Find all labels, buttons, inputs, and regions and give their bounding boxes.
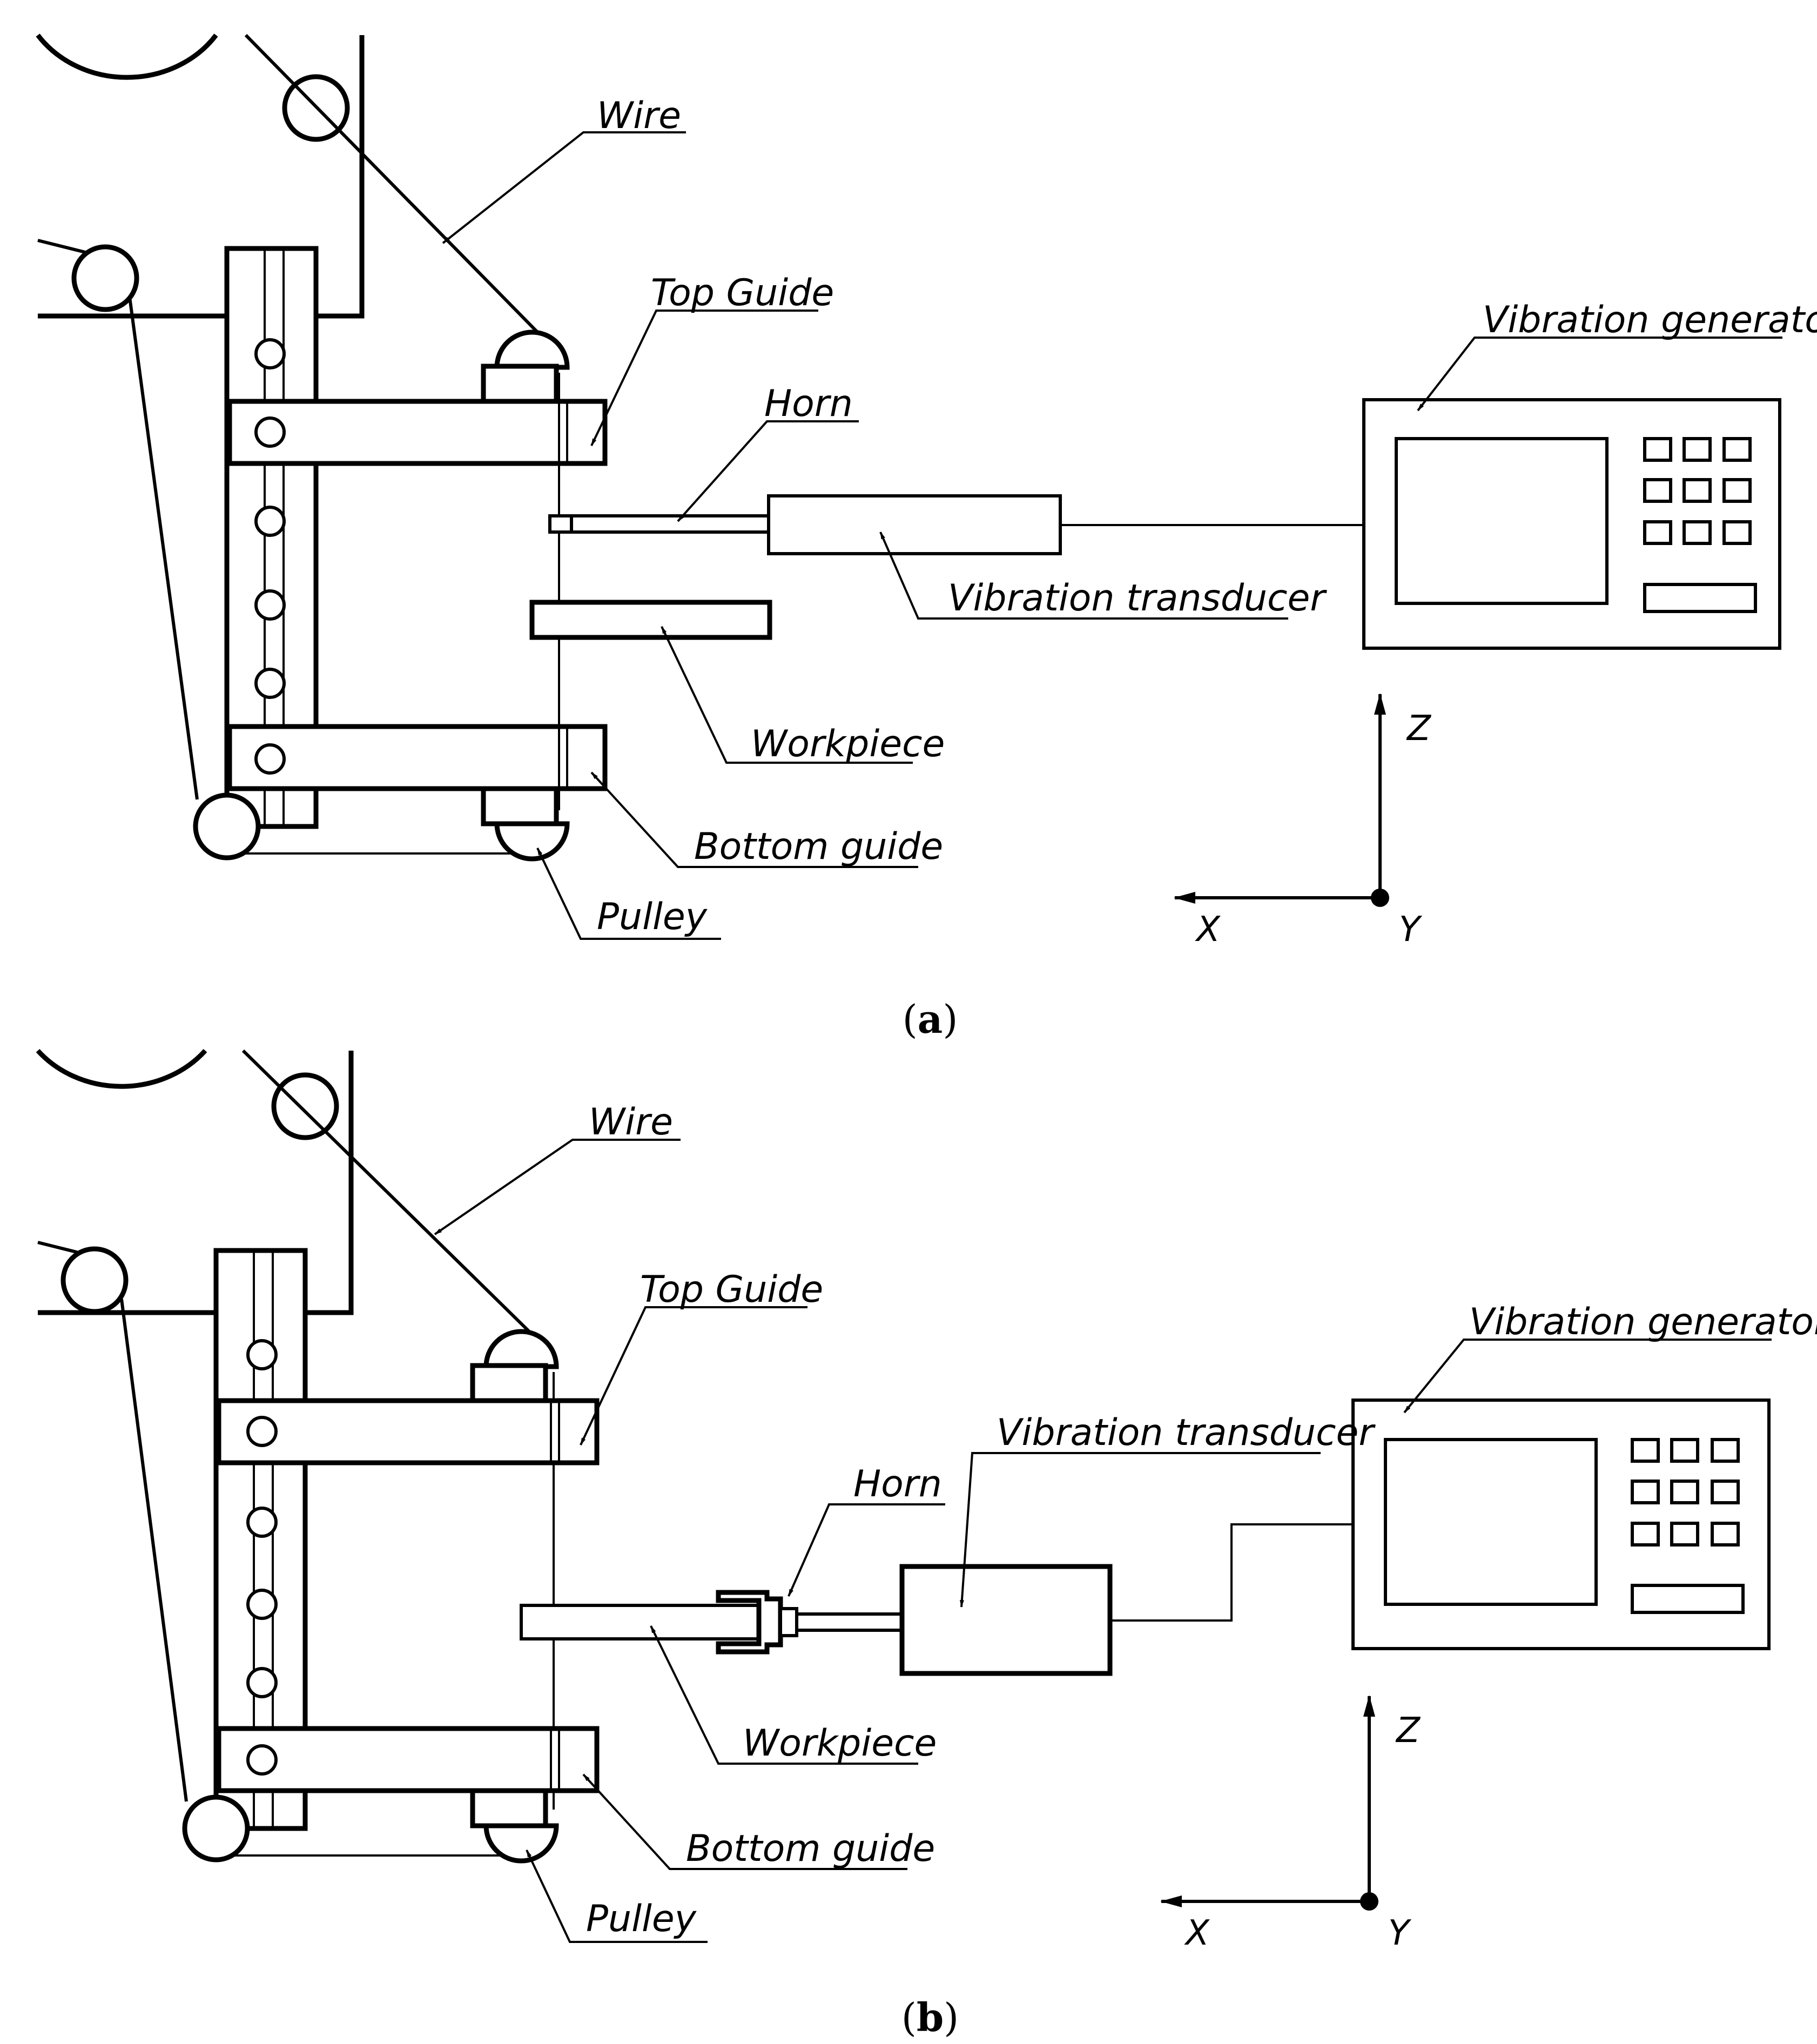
label-vibration-generator: Vibration generator — [1483, 299, 1817, 341]
horn — [795, 1612, 904, 1632]
horn-clamp — [716, 1590, 783, 1655]
coordinate-axes-a: Z X Y — [1174, 693, 1431, 950]
column-hole — [254, 743, 286, 775]
panel-b: Wire Top Guide Vibration generator Vibra… — [36, 1048, 1817, 2040]
wire-feed-line — [37, 1241, 82, 1255]
column-hole — [254, 668, 286, 699]
axis-label-x: X — [1195, 910, 1221, 950]
top-guide-arm — [216, 1398, 600, 1465]
label-vibration-generator: Vibration generator — [1469, 1301, 1817, 1343]
horn — [570, 514, 770, 534]
wire-feed-line — [37, 239, 92, 256]
label-horn: Horn — [764, 382, 853, 425]
generator-screen — [1384, 1438, 1598, 1606]
column-hole — [246, 1416, 278, 1447]
bottom-guide-block — [470, 1788, 548, 1828]
column-hole — [254, 506, 286, 537]
bottom-guide-arm — [227, 724, 608, 791]
horn-neck — [779, 1607, 798, 1637]
axis-label-z: Z — [1406, 709, 1431, 749]
signal-cable — [1110, 1523, 1353, 1622]
column-hole — [254, 589, 286, 621]
bottom-guide-pulley — [494, 821, 570, 862]
label-top-guide: Top Guide — [640, 1268, 823, 1311]
drum-arc — [36, 1048, 207, 1089]
wire-left-descent — [128, 297, 199, 800]
top-guide-arm — [227, 399, 608, 466]
vibration-transducer — [767, 494, 1062, 555]
coordinate-axes-b: Z X Y — [1160, 1695, 1421, 1953]
wire-diagonal — [241, 1049, 536, 1339]
top-guide-pulley — [483, 1329, 559, 1369]
vibration-transducer — [899, 1564, 1113, 1676]
column-hole — [246, 1667, 278, 1698]
column-hole — [246, 1589, 278, 1620]
generator-screen — [1395, 437, 1609, 605]
axis-label-y: Y — [1388, 1913, 1412, 1953]
generator-display-slot — [1643, 583, 1757, 613]
wire-diagonal — [244, 33, 544, 339]
axis-label-z: Z — [1395, 1711, 1421, 1751]
top-guide-pulley — [494, 330, 570, 370]
panel-a: Wire Top Guide Horn Vibration generator … — [36, 33, 1817, 1042]
pulley-bottom-left — [182, 1794, 250, 1863]
generator-display-slot — [1631, 1584, 1745, 1614]
label-bottom-guide: Bottom guide — [686, 1827, 935, 1870]
label-vibration-transducer: Vibration transducer — [997, 1411, 1376, 1454]
pulley-top-right — [271, 1072, 339, 1140]
label-workpiece: Workpiece — [751, 723, 945, 765]
generator-keypad — [1631, 1438, 1740, 1547]
axis-label-y: Y — [1399, 910, 1423, 950]
label-pulley: Pulley — [586, 1898, 697, 1940]
column-hole — [254, 338, 286, 369]
workpiece — [529, 600, 772, 640]
drum-arc — [36, 33, 218, 80]
label-workpiece: Workpiece — [743, 1722, 937, 1765]
generator-keypad — [1643, 437, 1752, 545]
pulley-bottom-left — [193, 792, 261, 860]
axis-label-x: X — [1184, 1913, 1210, 1953]
pulley-upper-left — [71, 244, 139, 312]
machine-frame — [38, 35, 365, 319]
label-pulley: Pulley — [597, 896, 708, 938]
column-hole — [254, 416, 286, 448]
workpiece — [520, 1604, 763, 1640]
wire-left-descent — [120, 1299, 188, 1802]
label-vibration-transducer: Vibration transducer — [948, 577, 1327, 620]
top-guide-block — [470, 1363, 548, 1403]
label-wire: Wire — [589, 1101, 673, 1144]
caption-a: (a) — [903, 996, 958, 1042]
top-guide-block — [481, 364, 559, 404]
bottom-guide-arm — [216, 1726, 600, 1793]
label-horn: Horn — [853, 1463, 942, 1505]
column-hole — [246, 1507, 278, 1538]
label-bottom-guide: Bottom guide — [694, 825, 943, 868]
bottom-guide-pulley — [483, 1823, 559, 1864]
horn-tip — [548, 514, 573, 534]
caption-b: (b) — [901, 1994, 959, 2040]
bottom-guide-block — [481, 786, 559, 826]
label-top-guide: Top Guide — [651, 272, 834, 314]
column-hole — [246, 1744, 278, 1776]
column-hole — [246, 1339, 278, 1370]
label-wire: Wire — [597, 95, 681, 137]
pulley-upper-left — [60, 1246, 129, 1314]
machine-frame — [38, 1051, 354, 1315]
